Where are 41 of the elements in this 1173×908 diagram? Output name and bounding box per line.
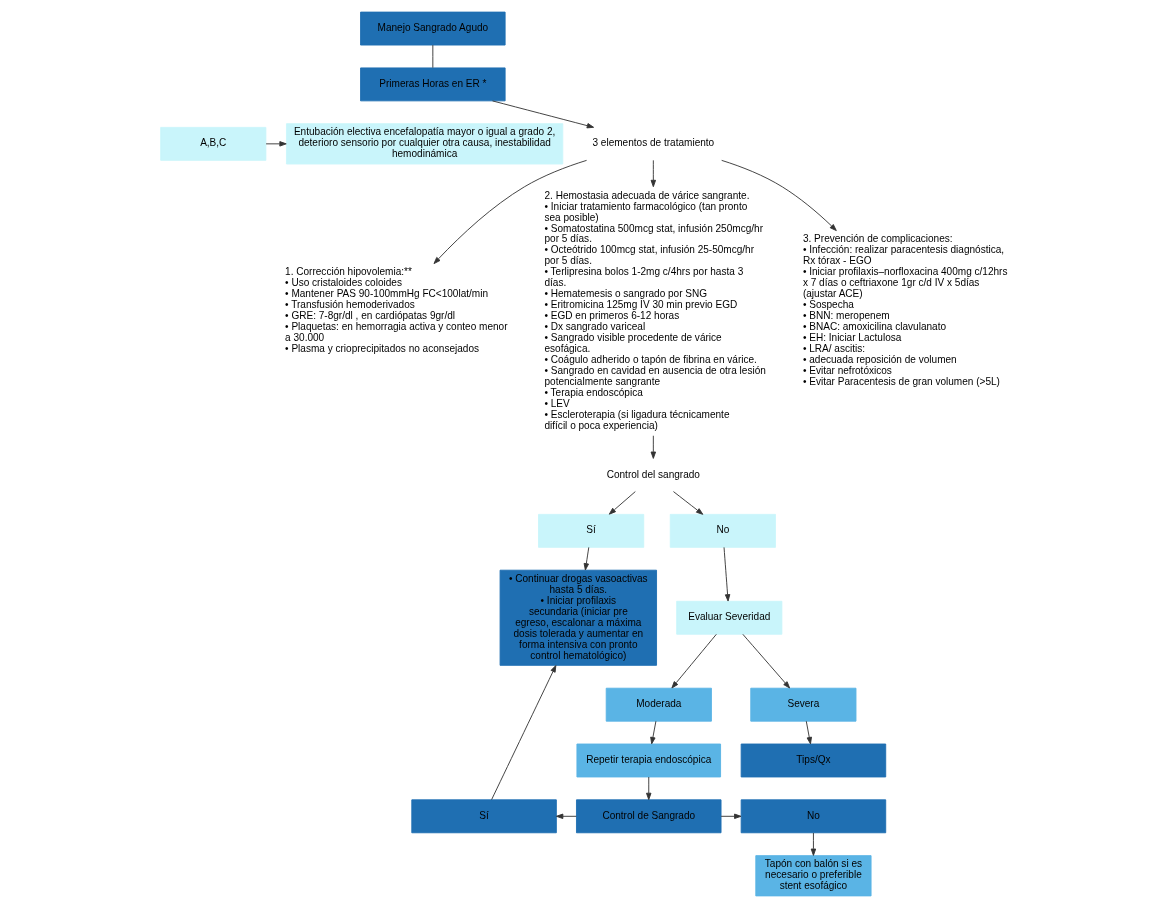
node-box: No <box>740 799 886 834</box>
node-box: • Continuar drogas vasoactivas hasta 5 días. • Iniciar profilaxis secundaria (iniciar pre egreso, escalonar a máxima dosis tolerada y aumentar en forma intensiva con pronto control hematológico) <box>499 569 657 666</box>
arrow <box>720 813 741 819</box>
arrow <box>805 720 812 745</box>
node-box: Control de Sangrado <box>575 799 721 834</box>
node-box: Moderada <box>605 687 712 722</box>
node-box: Sí <box>410 799 557 834</box>
connector <box>431 44 433 69</box>
node-box: Entubación electiva encefalopatía mayor o igual a grado 2, deterioro sensorio por cualquier otra causa, inestabilidad hemodinámica <box>285 123 563 165</box>
node-box: Primeras Horas en ER * <box>359 67 506 102</box>
arrow <box>433 159 587 265</box>
node-box: Tips/Qx <box>740 743 886 778</box>
arrow <box>670 633 717 689</box>
node-box: Evaluar Severidad <box>675 600 782 635</box>
node-box: A,B,C <box>159 126 266 161</box>
arrow <box>265 141 287 147</box>
node-box: Manejo Sangrado Agudo <box>359 11 506 46</box>
node-box: Sí <box>537 513 644 548</box>
arrow <box>720 159 837 231</box>
arrow <box>608 491 636 515</box>
node-box: Repetir terapia endoscópica <box>576 743 721 778</box>
arrow <box>645 776 651 801</box>
node-text: Control del sangrado <box>606 468 700 480</box>
arrow <box>555 813 577 819</box>
arrow <box>491 100 594 129</box>
arrow <box>810 832 816 856</box>
arrow <box>650 159 656 188</box>
arrow <box>672 491 703 515</box>
arrow <box>583 546 589 571</box>
node-box: No <box>669 513 776 548</box>
arrow <box>650 435 656 459</box>
node-text: 1. Corrección hipovolemia:** • Uso cristaloides coloides • Mantener PAS 90-100mmHg FC<100lat/min • Transfusión hemoderivados • GRE: 7-8gr/dl , en cardiópatas 9gr/dl • Plaquetas: en hemorragia activa y conteo menor a 30.000 • Plasma y crioprecipitados no aconsejados <box>284 266 508 355</box>
node-text: 2. Hemostasia adecuada de várice sangrante. • Iniciar tratamiento farmacológico (tan pronto sea posible) • Somatostatina 500mcg stat, infusión 250mcg/hr por 5 días. • Octeótrido 100mcg stat, infusión 25-50mcg/hr por 5 días. • Terlipresina bolos 1-2mg c/4hrs por hasta 3 días. • Hematemesis o sangrado por SNG • Eritromicina 125mg IV 30 min previo EGD • EGD en primeros 6-12 horas • Dx sangrado variceal • Sangrado visible procedente de várice esofágica. • Coágulo adherido o tapón de fibrina en várice. • Sangrado en cavidad en ausencia de otra lesión potencialmente sangrante • Terapia endoscópica • LEV • Escleroterapia (si ligadura técnicamente difícil o poca experiencia) <box>543 189 766 432</box>
arrow <box>723 546 730 602</box>
arrow <box>741 633 790 689</box>
node-box: Tapón con balón si es necesario o preferible stent esofágico <box>754 855 872 897</box>
arrow <box>490 665 556 801</box>
arrow <box>649 720 656 745</box>
node-box: Severa <box>749 687 856 722</box>
node-text: 3. Prevención de complicaciones: • Infección: realizar paracentesis diagnóstica, Rx tórax - EGO • Iniciar profilaxis–norfloxacina 400mg c/12hrs x 7 días o ceftriaxone 1gr c/d IV x 5días (ajustar ACE) • Sospecha • BNN: meropenem • BNAC: amoxicilina clavulanato • EH: Iniciar Lactulosa • LRA/ ascitis: • adecuada reposición de volumen • Evitar nefrotóxicos • Evitar Paracentesis de gran volumen (>5L) <box>802 233 1007 388</box>
node-text: 3 elementos de tratamiento <box>591 137 714 149</box>
